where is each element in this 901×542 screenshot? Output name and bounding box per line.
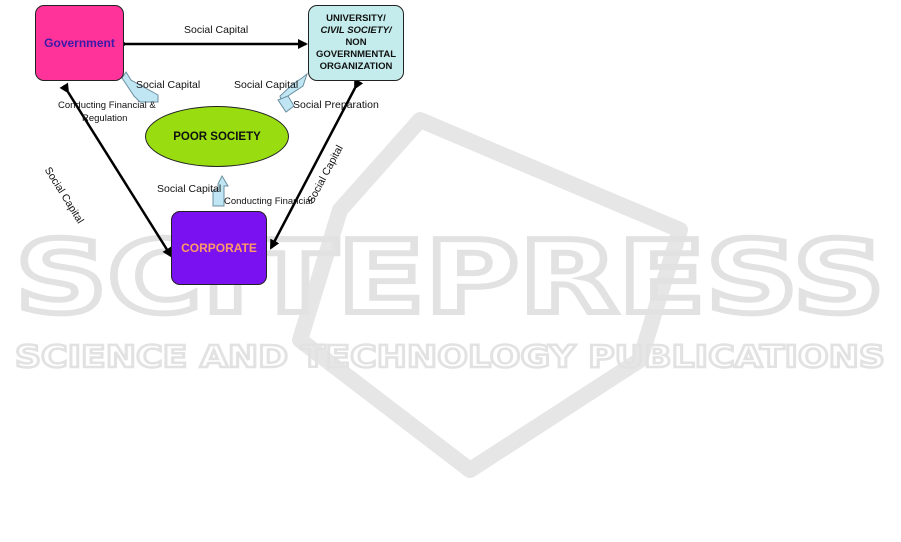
label-uni-poor: Social Capital (234, 79, 299, 91)
node-university: UNIVERSITY/ CIVIL SOCIETY/ NON GOVERNMEN… (308, 5, 404, 81)
arrow-gov-corp (59, 82, 173, 258)
node-university-line2: CIVIL SOCIETY/ (320, 25, 392, 36)
node-university-line1: UNIVERSITY/ (326, 13, 386, 24)
node-government-label: Government (44, 36, 115, 50)
node-government: Government (35, 5, 124, 81)
label-gov-uni: Social Capital (184, 24, 249, 36)
callout-corp-poor (212, 174, 229, 207)
label-corp-poor: Social Capital (157, 183, 222, 195)
arrow-uni-corp (269, 78, 364, 250)
label-corp-financial: Conducting Financial (224, 196, 313, 207)
node-poor-society-label: POOR SOCIETY (173, 130, 261, 143)
label-gov-conducting-line1: Conducting Financial & (58, 100, 156, 111)
callout-gov-poor (121, 71, 159, 103)
label-gov-poor: Social Capital (136, 79, 201, 91)
watermark-subtitle: SCIENCE AND TECHNOLOGY PUBLICATIONS (15, 340, 885, 375)
node-corporate-label: CORPORATE (181, 241, 257, 255)
node-corporate: CORPORATE (171, 211, 267, 285)
node-poor-society: POOR SOCIETY (145, 106, 289, 167)
label-social-preparation: Social Preparation (293, 99, 379, 111)
node-university-line4: ORGANIZATION (319, 61, 393, 72)
callout-uni-prep (277, 95, 295, 113)
label-gov-conducting-line2: Regulation (82, 113, 128, 124)
node-university-line3: NON GOVERNMENTAL (315, 37, 397, 60)
